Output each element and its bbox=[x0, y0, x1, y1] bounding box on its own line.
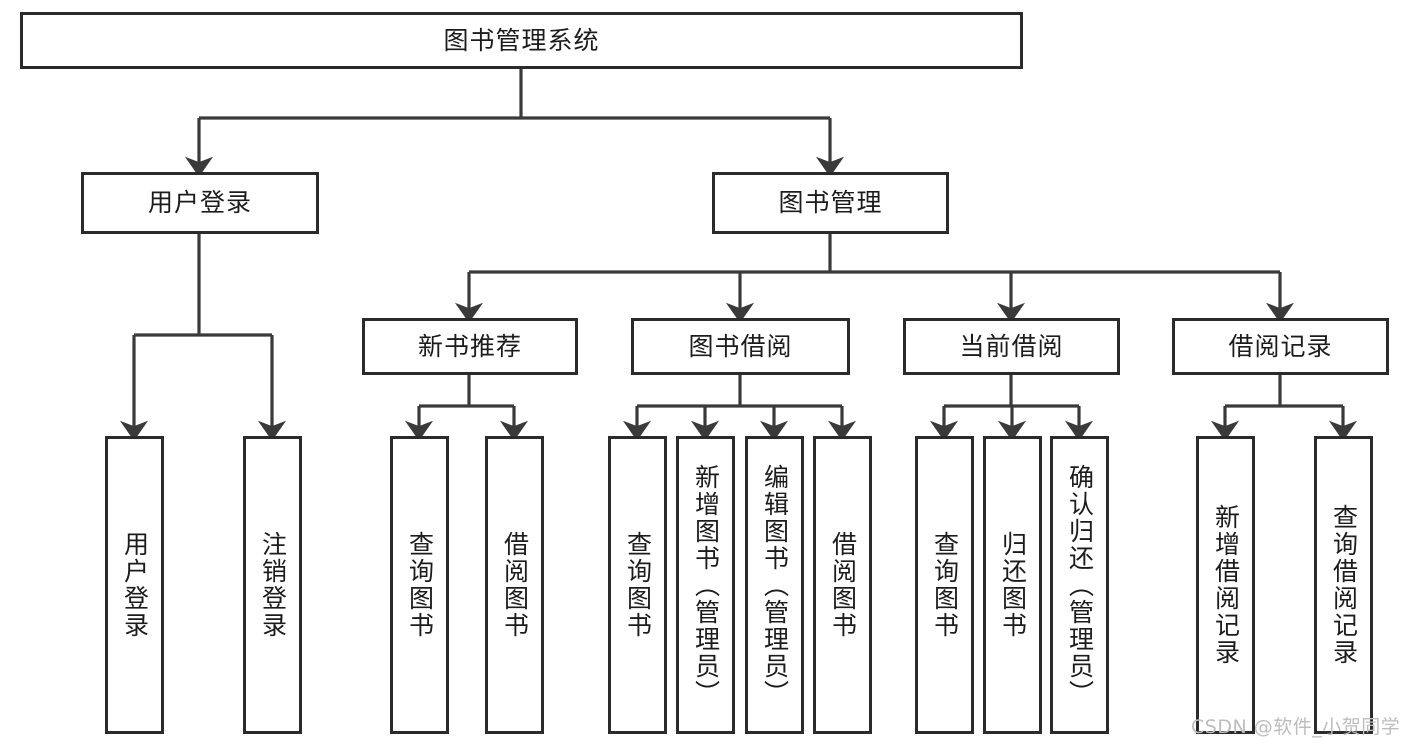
node-leaf-query-book-3-label: 查询图书 bbox=[930, 531, 960, 639]
node-leaf-query-book-2-label: 查询图书 bbox=[623, 531, 653, 639]
node-leaf-query-record-label: 查询借阅记录 bbox=[1329, 504, 1359, 666]
node-leaf-logout[interactable]: 注销登录 bbox=[243, 436, 302, 734]
node-leaf-add-record[interactable]: 新增借阅记录 bbox=[1196, 436, 1255, 734]
node-new-book-recommend[interactable]: 新书推荐 bbox=[362, 318, 578, 375]
node-borrow-record[interactable]: 借阅记录 bbox=[1172, 318, 1389, 375]
node-leaf-logout-label: 注销登录 bbox=[258, 531, 288, 639]
node-leaf-user-login[interactable]: 用户登录 bbox=[105, 436, 164, 734]
node-leaf-confirm-return[interactable]: 确认归还（管理员） bbox=[1050, 436, 1109, 734]
node-leaf-edit-book[interactable]: 编辑图书（管理员） bbox=[745, 436, 804, 734]
node-leaf-edit-book-label: 编辑图书（管理员） bbox=[760, 463, 790, 707]
node-borrow-record-label: 借阅记录 bbox=[1228, 331, 1333, 361]
node-leaf-return-book[interactable]: 归还图书 bbox=[983, 436, 1042, 734]
node-leaf-add-book[interactable]: 新增图书（管理员） bbox=[676, 436, 735, 734]
node-user-login-label: 用户登录 bbox=[147, 188, 252, 218]
node-leaf-borrow-book-1[interactable]: 借阅图书 bbox=[485, 436, 544, 734]
node-leaf-query-book-1[interactable]: 查询图书 bbox=[390, 436, 449, 734]
node-leaf-query-record[interactable]: 查询借阅记录 bbox=[1314, 436, 1373, 734]
node-book-borrow[interactable]: 图书借阅 bbox=[631, 318, 850, 375]
node-leaf-query-book-1-label: 查询图书 bbox=[405, 531, 435, 639]
node-leaf-add-record-label: 新增借阅记录 bbox=[1211, 504, 1241, 666]
node-leaf-borrow-book-2[interactable]: 借阅图书 bbox=[813, 436, 872, 734]
node-leaf-add-book-label: 新增图书（管理员） bbox=[691, 463, 721, 707]
node-root-label: 图书管理系统 bbox=[443, 25, 600, 55]
node-leaf-borrow-book-1-label: 借阅图书 bbox=[500, 531, 530, 639]
node-leaf-query-book-3[interactable]: 查询图书 bbox=[915, 436, 974, 734]
node-new-book-recommend-label: 新书推荐 bbox=[417, 331, 522, 361]
node-leaf-query-book-2[interactable]: 查询图书 bbox=[608, 436, 667, 734]
node-leaf-borrow-book-2-label: 借阅图书 bbox=[828, 531, 858, 639]
node-current-borrow[interactable]: 当前借阅 bbox=[903, 318, 1120, 375]
node-book-manage-label: 图书管理 bbox=[778, 188, 883, 218]
node-root[interactable]: 图书管理系统 bbox=[20, 12, 1023, 69]
node-leaf-confirm-return-label: 确认归还（管理员） bbox=[1065, 463, 1095, 707]
node-leaf-user-login-label: 用户登录 bbox=[120, 531, 150, 639]
node-leaf-return-book-label: 归还图书 bbox=[998, 531, 1028, 639]
node-book-manage[interactable]: 图书管理 bbox=[712, 172, 949, 234]
node-book-borrow-label: 图书借阅 bbox=[688, 331, 793, 361]
csdn-watermark: CSDN @软件_小贺同学 bbox=[1191, 716, 1401, 738]
node-user-login[interactable]: 用户登录 bbox=[81, 172, 319, 234]
node-current-borrow-label: 当前借阅 bbox=[959, 331, 1064, 361]
